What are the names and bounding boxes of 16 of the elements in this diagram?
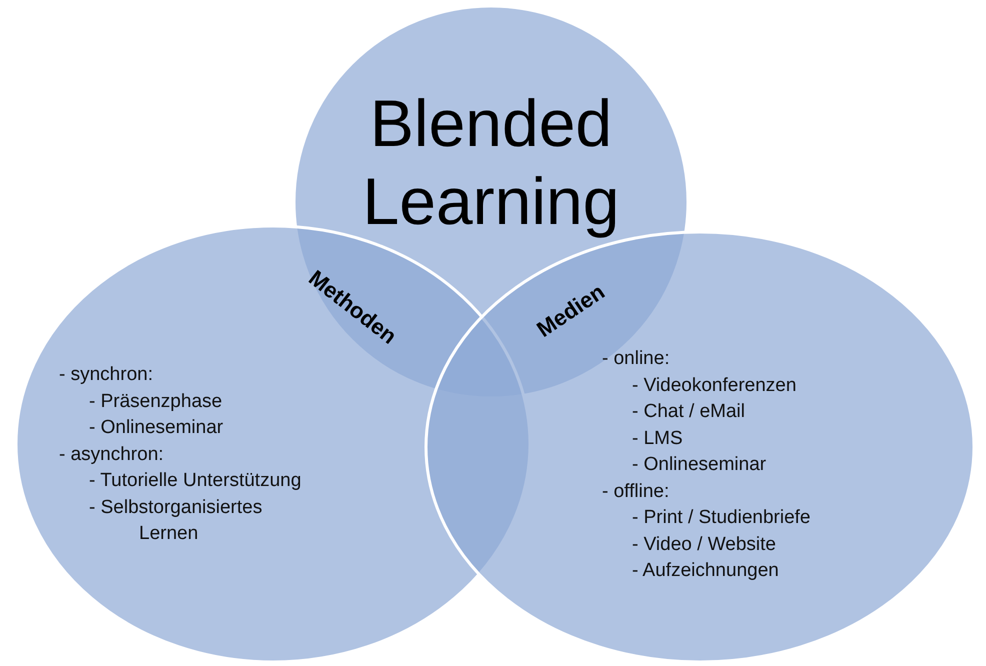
list-heading: - synchron: bbox=[59, 363, 153, 387]
list-item: - Onlineseminar bbox=[89, 416, 224, 440]
list-item: - Onlineseminar bbox=[632, 453, 768, 477]
list-item: - Videokonferenzen bbox=[632, 374, 798, 398]
list-item: - Aufzeichnungen bbox=[632, 559, 780, 583]
list-item: - LMS bbox=[632, 426, 684, 450]
list-item: - Video / Website bbox=[632, 532, 777, 556]
list-item: - Print / Studienbriefe bbox=[632, 506, 812, 530]
list-item: - Chat / eMail bbox=[632, 400, 746, 424]
list-heading: - offline: bbox=[602, 480, 670, 504]
circle-label: Blended Learning bbox=[362, 85, 620, 240]
list-heading: - online: bbox=[602, 347, 670, 371]
list-item: - Selbstorganisiertes Lernen bbox=[89, 496, 264, 546]
list-item: - Präsenzphase bbox=[89, 390, 224, 414]
list-heading: - asynchron: bbox=[59, 442, 164, 466]
list-item: - Tutorielle Unterstützung bbox=[89, 469, 302, 493]
